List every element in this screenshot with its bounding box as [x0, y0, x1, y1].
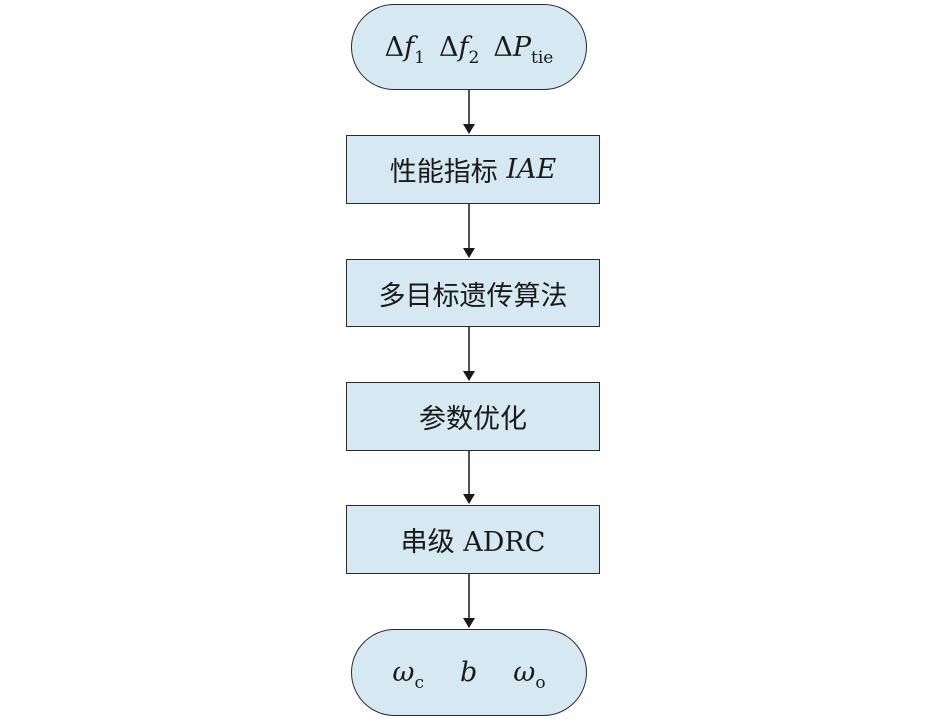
delta-symbol: Δ — [493, 31, 513, 63]
input-delta-f2: Δf2 — [438, 31, 479, 68]
subscript: c — [414, 673, 424, 693]
step-multi-objective-ga: 多目标遗传算法 — [346, 259, 600, 327]
variable-omega: ω — [513, 657, 536, 688]
subscript: tie — [530, 47, 554, 68]
step-label: 性能指标 — [389, 157, 498, 188]
step-parameter-optimization: 参数优化 — [346, 382, 600, 451]
input-delta-f1: Δf1 — [384, 31, 425, 68]
step-label: 串级 ADRC — [400, 527, 546, 558]
step-label: 参数优化 — [419, 404, 527, 435]
output-b: b — [460, 657, 477, 688]
variable-p: P — [512, 31, 531, 63]
end-terminal: ωc b ωo — [351, 629, 587, 716]
subscript: 2 — [468, 47, 480, 68]
output-omega-o: ωo — [513, 657, 545, 693]
delta-symbol: Δ — [384, 31, 405, 63]
step-cascade-adrc: 串级 ADRC — [346, 505, 600, 574]
start-terminal: Δf1 Δf2 ΔPtie — [351, 4, 587, 90]
delta-symbol: Δ — [438, 31, 459, 63]
input-delta-ptie: ΔPtie — [493, 31, 553, 68]
variable-omega: ω — [392, 657, 415, 688]
step-label: 多目标遗传算法 — [378, 280, 568, 312]
subscript: 1 — [414, 47, 425, 68]
variable-f: f — [458, 31, 469, 63]
step-label-iae: IAE — [506, 154, 557, 185]
output-omega-c: ωc — [392, 657, 424, 693]
subscript: o — [535, 673, 546, 693]
variable-f: f — [404, 31, 415, 63]
variable-b: b — [459, 657, 478, 688]
step-performance-index: 性能指标 IAE — [346, 135, 600, 204]
